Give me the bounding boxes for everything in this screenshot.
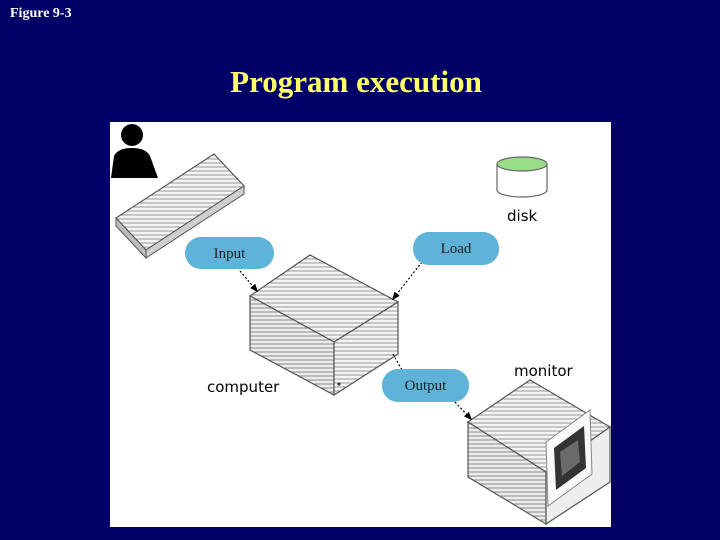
disk-icon [496,156,548,198]
output-capsule: Output [382,369,469,402]
keyboard-icon [115,153,245,260]
input-arrow [239,270,259,293]
monitor-label: monitor [514,362,573,380]
diagram-panel: Input Load Output disk computer monitor [110,122,611,527]
output-label: Output [405,378,448,394]
output-arrow-out [454,401,473,421]
output-arrow-in [392,353,403,371]
monitor-icon [466,379,611,526]
diagram-canvas: Input Load Output [111,124,611,526]
load-arrow [391,261,423,301]
user-icon [111,124,158,178]
slide-title: Program execution [230,64,482,99]
load-label: Load [441,241,472,257]
load-capsule: Load [413,232,499,265]
figure-label: Figure 9-3 [10,6,72,21]
input-label: Input [214,246,246,262]
computer-label: computer [207,378,280,396]
disk-label: disk [507,207,538,225]
input-capsule: Input [185,237,274,269]
computer-icon [248,254,400,397]
